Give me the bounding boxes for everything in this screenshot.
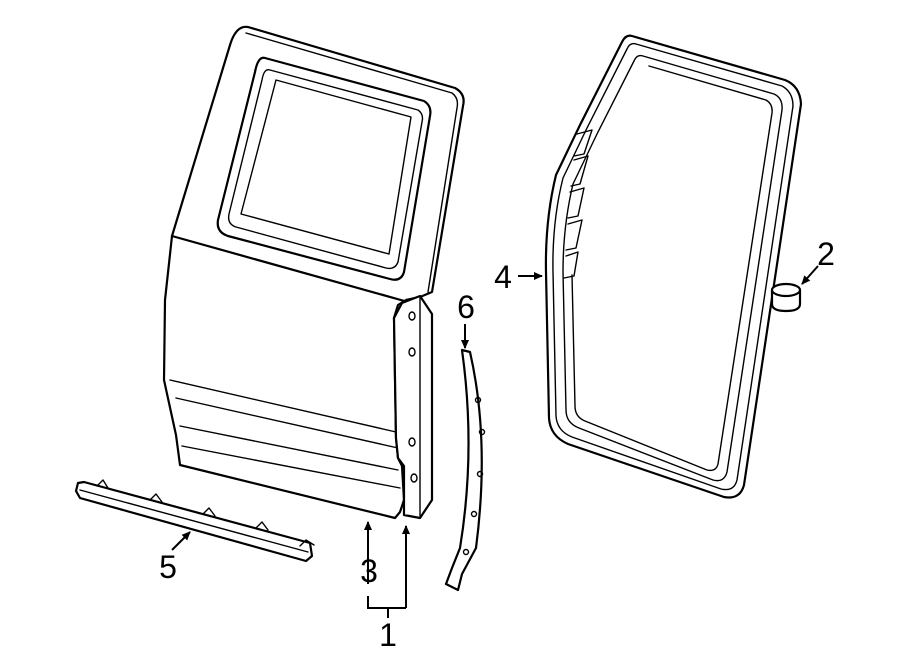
door-shell (162, 25, 465, 520)
callout-2: 2 (817, 236, 835, 272)
weatherstrip (544, 34, 803, 499)
callout-1: 1 (379, 617, 397, 653)
edge-seal (444, 348, 486, 592)
callout-3: 3 (360, 553, 378, 589)
lower-molding (74, 479, 315, 563)
callout-6: 6 (457, 289, 475, 325)
callout-4: 4 (494, 259, 512, 295)
plug (770, 282, 802, 313)
hinge-holes (408, 311, 418, 483)
callout-5: 5 (159, 549, 177, 585)
leader-lines (171, 265, 819, 618)
